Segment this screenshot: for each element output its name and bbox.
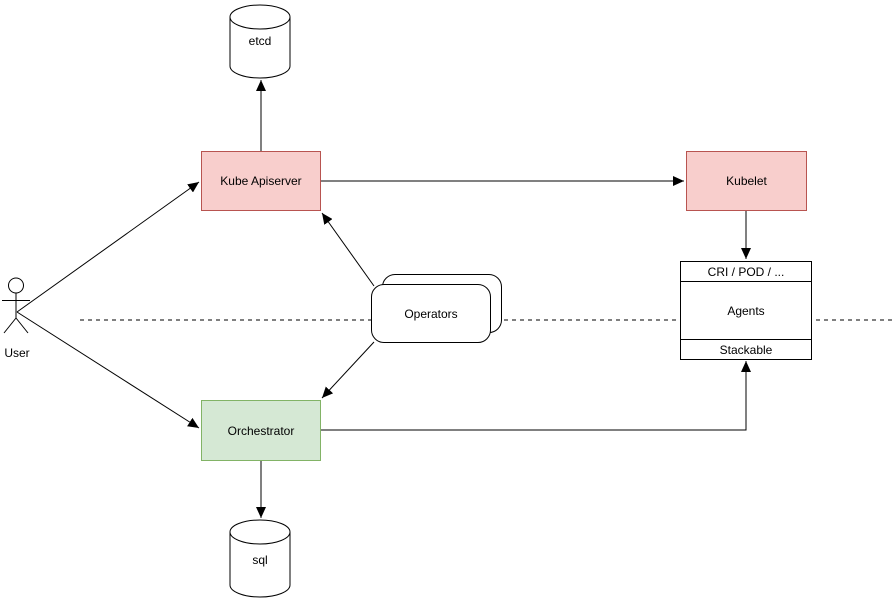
sql-label: sql <box>252 553 268 567</box>
agents-row-body: Agents <box>681 282 811 339</box>
orchestrator-label: Orchestrator <box>227 423 295 438</box>
edge-operators-to-kube-apiserver <box>321 212 375 287</box>
edge-orchestrator-to-agents <box>321 361 751 431</box>
node-operators: Operators <box>371 284 491 343</box>
operators-label: Operators <box>404 306 458 321</box>
node-kubelet: Kubelet <box>686 151 807 211</box>
etcd-label: etcd <box>248 34 272 48</box>
agents-footer-label: Stackable <box>719 342 773 357</box>
sql-cylinder-icon <box>229 519 291 598</box>
agents-row-footer: Stackable <box>681 339 811 359</box>
edge-user-to-kube-apiserver <box>16 181 200 313</box>
kubelet-label: Kubelet <box>726 174 767 188</box>
edge-operators-to-orchestrator <box>321 341 375 399</box>
agents-row-header: CRI / POD / ... <box>681 262 811 282</box>
etcd-cylinder-icon <box>229 4 291 79</box>
agents-body-label: Agents <box>727 303 765 318</box>
user-actor-icon <box>2 277 30 334</box>
node-agents: CRI / POD / ... Agents Stackable <box>680 261 812 360</box>
node-kube-apiserver: Kube Apiserver <box>201 151 321 211</box>
kube-apiserver-label: Kube Apiserver <box>220 174 302 188</box>
user-label: User <box>4 346 30 360</box>
agents-header-label: CRI / POD / ... <box>707 264 785 279</box>
node-orchestrator: Orchestrator <box>201 400 321 461</box>
edge-user-to-orchestrator <box>16 311 200 429</box>
